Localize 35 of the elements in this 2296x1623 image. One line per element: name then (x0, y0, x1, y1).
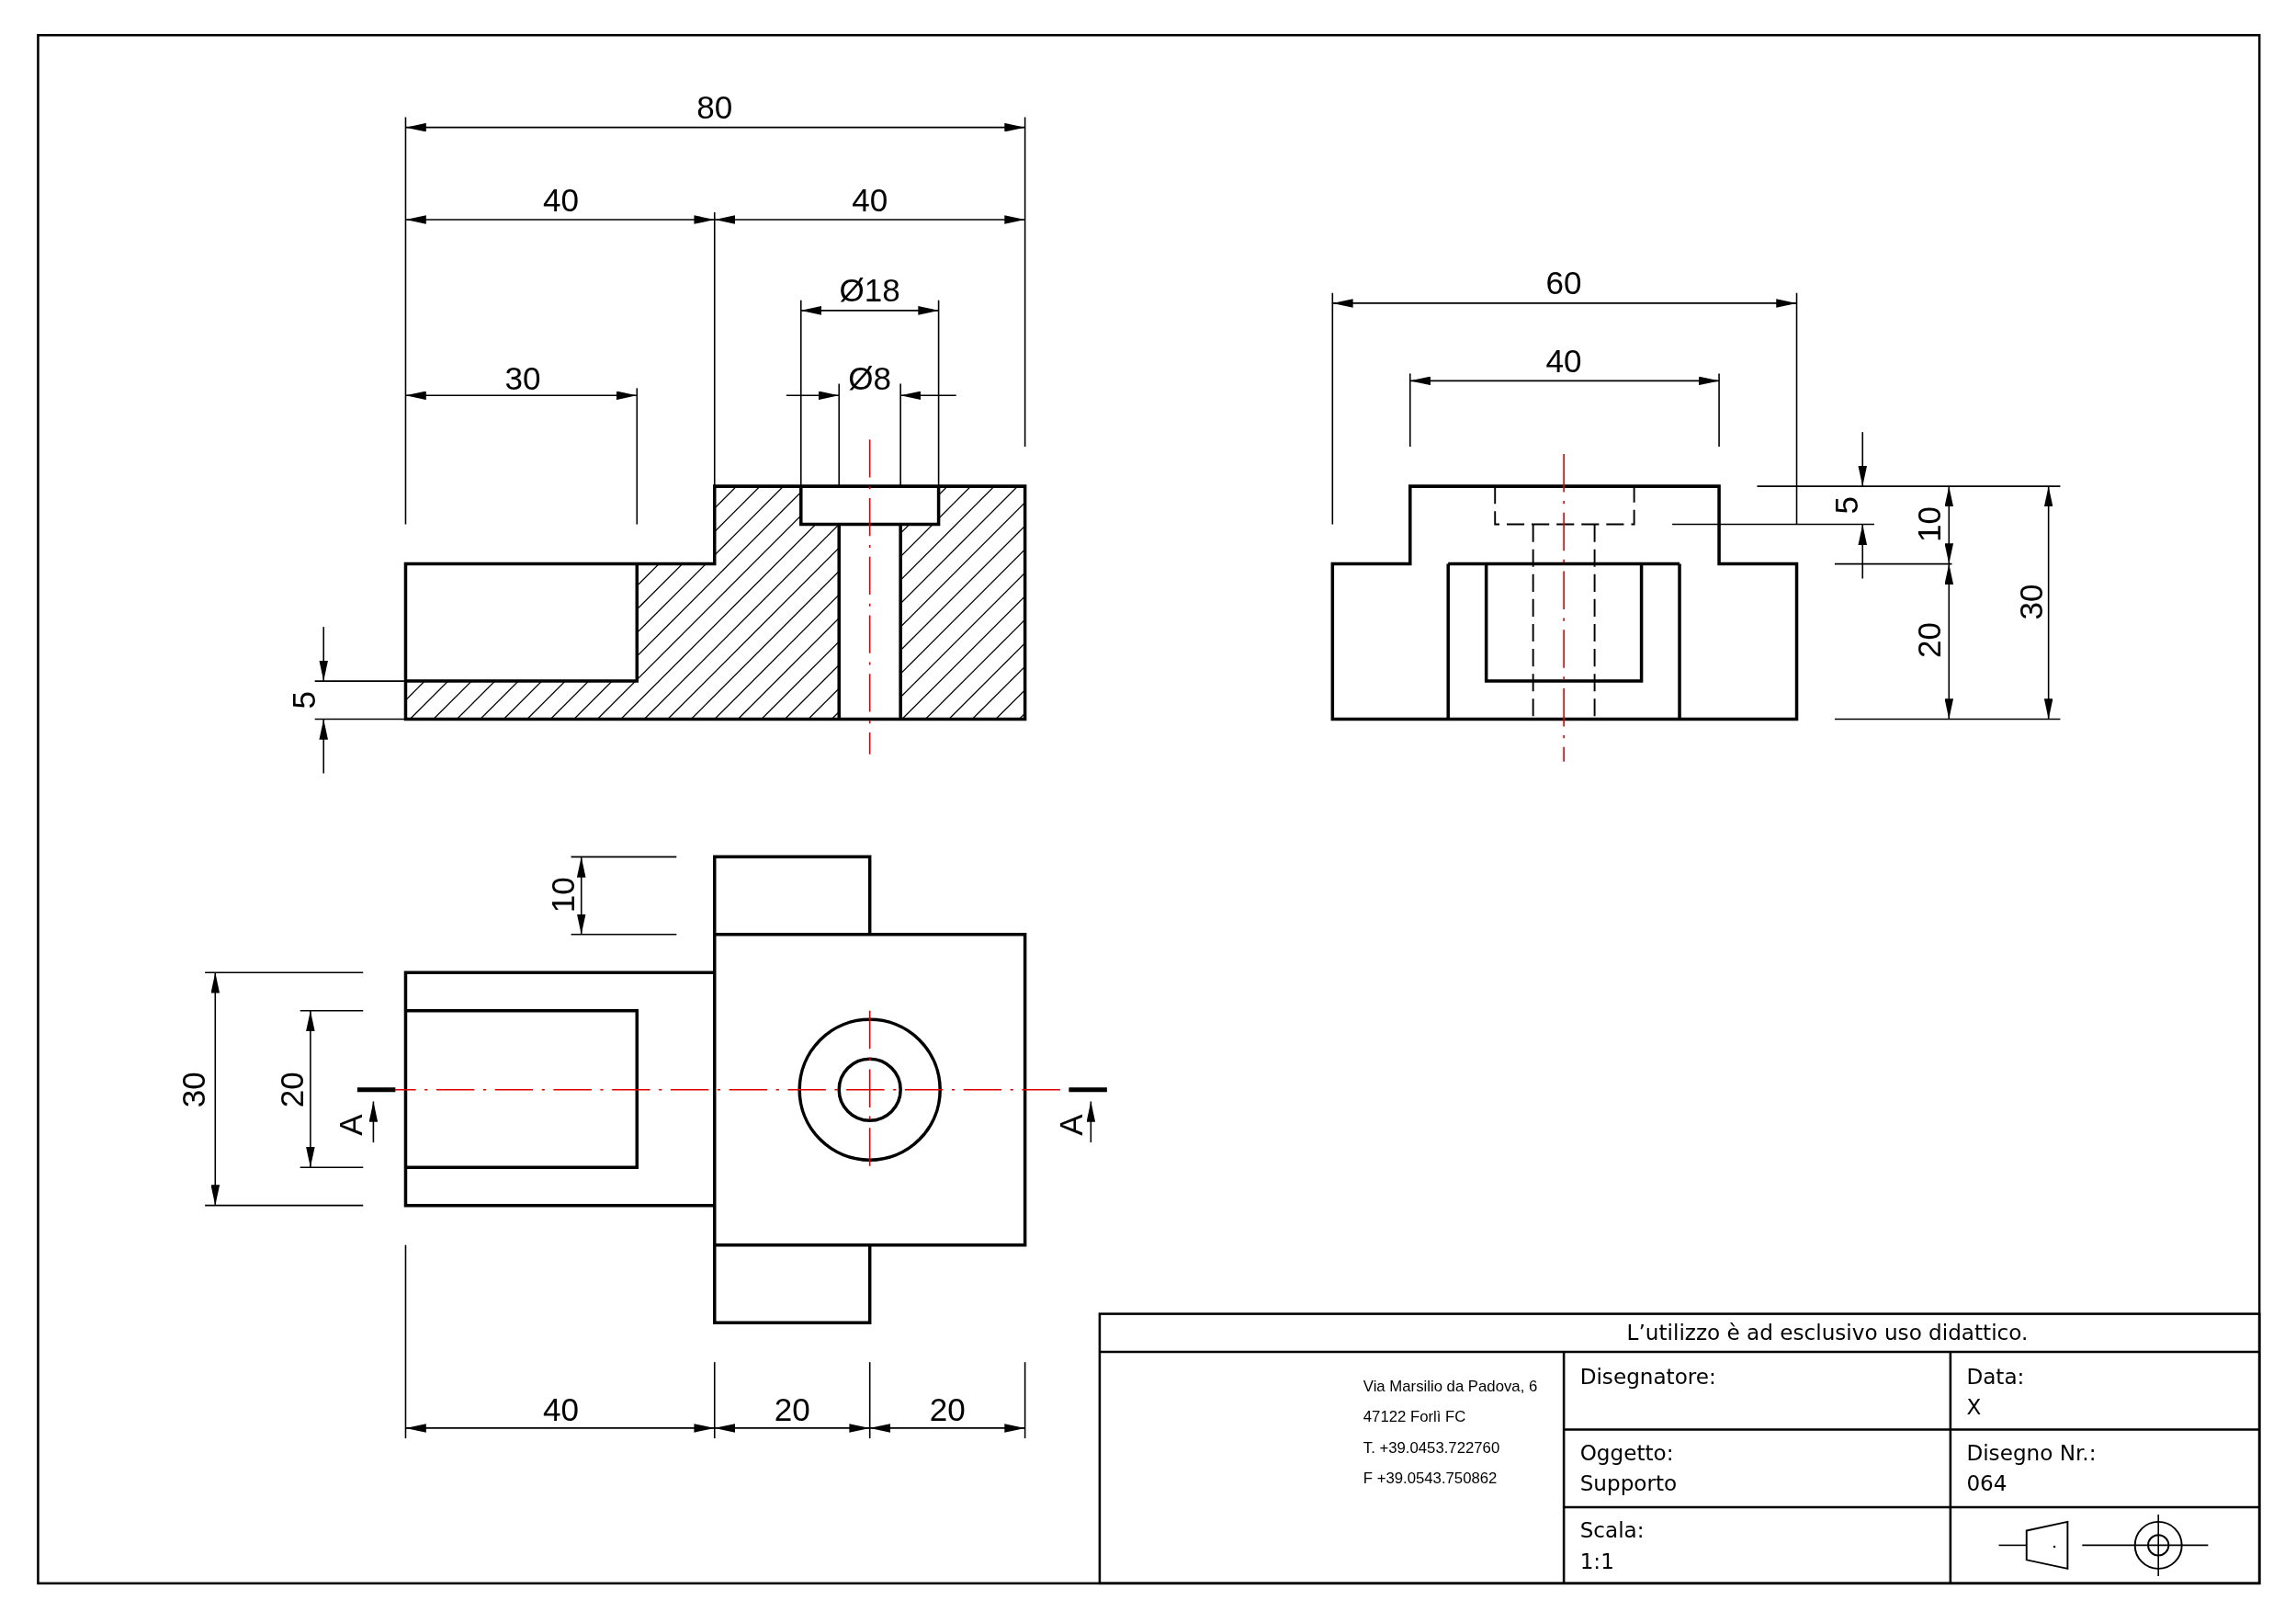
dimension-value: 10 (548, 877, 581, 914)
dimension-value: 20 (774, 1394, 810, 1427)
dimension-value: 30 (178, 1072, 211, 1108)
address-text: F +39.0543.750862 (1363, 1470, 1498, 1486)
dimension-value: 30 (2016, 584, 2049, 620)
address-text: 47122 Forlì FC (1363, 1408, 1466, 1424)
title-block-text: Oggetto: (1579, 1442, 1674, 1464)
dimension-value: Ø8 (848, 363, 892, 396)
title-block-text: Disegnatore: (1579, 1366, 1716, 1388)
dimension-value: 20 (929, 1394, 966, 1427)
address-text: Via Marsilio da Padova, 6 (1363, 1378, 1538, 1394)
dimension-value: 40 (852, 184, 888, 217)
dimension-value: 30 (504, 363, 541, 396)
dimension-value: 5 (288, 691, 322, 709)
address-text: T. +39.0453.722760 (1363, 1439, 1500, 1455)
dimension-value: 20 (277, 1072, 310, 1108)
section-label: A (1056, 1114, 1089, 1136)
dimension-value: Ø18 (839, 275, 900, 308)
dimension-value: 5 (1831, 496, 1864, 515)
title-block-text: Data: (1966, 1366, 2025, 1388)
title-block-text: Supporto (1579, 1472, 1678, 1494)
dimension-value: 10 (1914, 506, 1947, 543)
dimension-value: 40 (542, 184, 579, 217)
title-block-text: Disegno Nr.: (1966, 1442, 2097, 1464)
dimension-value: 20 (1914, 621, 1947, 658)
dimension-value: 40 (1545, 346, 1582, 379)
dimension-value: 80 (696, 92, 733, 125)
title-block-text: Scala: (1579, 1519, 1645, 1541)
title-block-text: 064 (1966, 1472, 2008, 1494)
usage-note: L’utilizzo è ad esclusivo uso didattico. (1626, 1322, 2029, 1344)
title-block-text: 1:1 (1579, 1550, 1614, 1572)
title-block-text: X (1966, 1397, 1982, 1419)
dimension-value: 40 (542, 1394, 579, 1427)
section-label: A (334, 1114, 368, 1136)
dimension-value: 60 (1545, 267, 1582, 301)
